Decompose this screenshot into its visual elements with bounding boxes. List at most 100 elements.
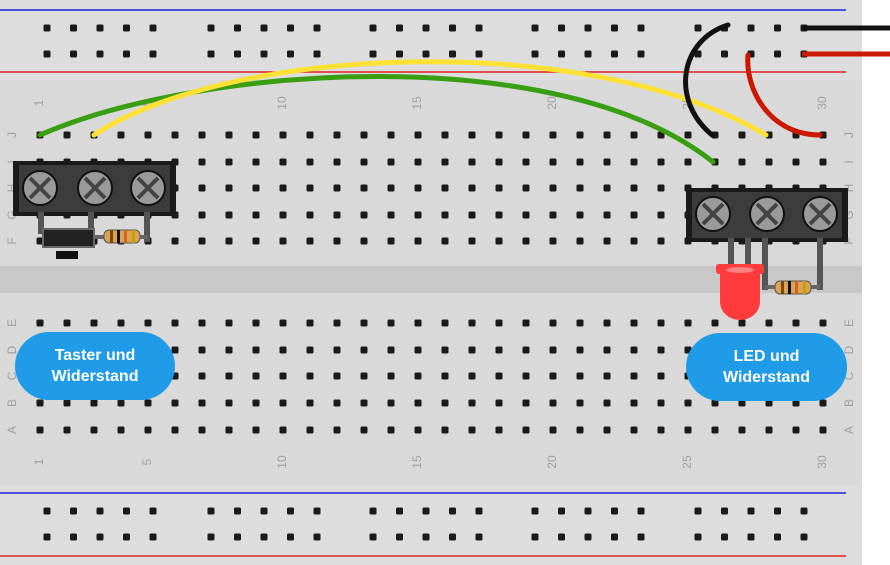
hole xyxy=(558,24,565,32)
hole xyxy=(657,211,665,219)
hole xyxy=(144,131,152,139)
hole xyxy=(495,399,503,407)
hole xyxy=(313,507,321,515)
top-power-rail xyxy=(0,0,862,80)
hole xyxy=(468,399,476,407)
hole xyxy=(449,50,456,58)
hole xyxy=(522,131,530,139)
hole xyxy=(531,50,539,58)
hole xyxy=(234,24,241,32)
column-number: 30 xyxy=(815,96,829,110)
hole xyxy=(657,346,665,354)
hole xyxy=(90,399,98,407)
hole xyxy=(360,399,368,407)
right-label-pill: LED und Widerstand xyxy=(686,333,847,401)
row-letter: C xyxy=(5,371,19,380)
hole xyxy=(198,426,206,434)
row-letter: C xyxy=(842,371,856,380)
hole xyxy=(234,507,241,515)
hole xyxy=(630,184,638,192)
hole xyxy=(43,533,51,541)
hole xyxy=(198,158,206,166)
hole xyxy=(441,372,449,380)
hole xyxy=(657,372,665,380)
row-letter: I xyxy=(5,160,19,163)
hole xyxy=(333,184,341,192)
hole xyxy=(360,131,368,139)
hole xyxy=(637,533,645,541)
row-letter: D xyxy=(5,345,19,354)
hole xyxy=(117,399,125,407)
hole xyxy=(684,131,692,139)
hole xyxy=(313,533,321,541)
hole xyxy=(468,131,476,139)
hole xyxy=(495,237,503,245)
hole xyxy=(449,533,456,541)
hole xyxy=(149,533,157,541)
hole xyxy=(576,237,584,245)
hole xyxy=(149,50,157,58)
row-letter: D xyxy=(842,345,856,354)
column-number: 1 xyxy=(32,458,46,465)
row-letter: E xyxy=(5,319,19,327)
hole xyxy=(171,346,179,354)
hole xyxy=(360,211,368,219)
hole xyxy=(369,24,377,32)
hole xyxy=(765,426,773,434)
column-number: 1 xyxy=(32,99,46,106)
hole xyxy=(657,184,665,192)
hole xyxy=(225,211,233,219)
hole xyxy=(495,319,503,327)
hole xyxy=(522,237,530,245)
hole xyxy=(260,533,268,541)
hole xyxy=(43,24,51,32)
hole xyxy=(333,211,341,219)
hole xyxy=(765,399,773,407)
hole xyxy=(96,533,104,541)
hole xyxy=(576,399,584,407)
hole xyxy=(225,399,233,407)
column-number: 30 xyxy=(815,455,829,469)
hole xyxy=(279,426,287,434)
hole xyxy=(63,131,71,139)
hole xyxy=(225,237,233,245)
hole xyxy=(694,507,702,515)
hole xyxy=(441,426,449,434)
hole xyxy=(576,158,584,166)
hole xyxy=(422,533,430,541)
column-number: 20 xyxy=(545,455,559,469)
hole xyxy=(468,237,476,245)
hole xyxy=(603,237,611,245)
column-number: 15 xyxy=(410,96,424,110)
hole xyxy=(198,131,206,139)
hole xyxy=(279,158,287,166)
hole xyxy=(747,533,755,541)
hole xyxy=(495,131,503,139)
hole xyxy=(584,24,592,32)
hole xyxy=(684,158,692,166)
hole xyxy=(711,399,719,407)
hole xyxy=(70,507,77,515)
hole xyxy=(584,50,592,58)
hole xyxy=(387,184,395,192)
hole xyxy=(630,346,638,354)
resistor-icon xyxy=(774,280,812,295)
hole xyxy=(549,426,557,434)
hole xyxy=(819,399,827,407)
hole xyxy=(657,319,665,327)
hole xyxy=(558,533,565,541)
hole xyxy=(495,184,503,192)
hole xyxy=(279,211,287,219)
hole xyxy=(792,399,800,407)
hole xyxy=(396,50,403,58)
hole xyxy=(387,372,395,380)
hole xyxy=(630,131,638,139)
pushbutton-icon xyxy=(42,228,95,259)
hole xyxy=(117,426,125,434)
hole xyxy=(279,372,287,380)
hole xyxy=(252,319,260,327)
hole xyxy=(738,426,746,434)
screw-icon xyxy=(695,196,731,232)
hole xyxy=(360,158,368,166)
hole xyxy=(549,372,557,380)
